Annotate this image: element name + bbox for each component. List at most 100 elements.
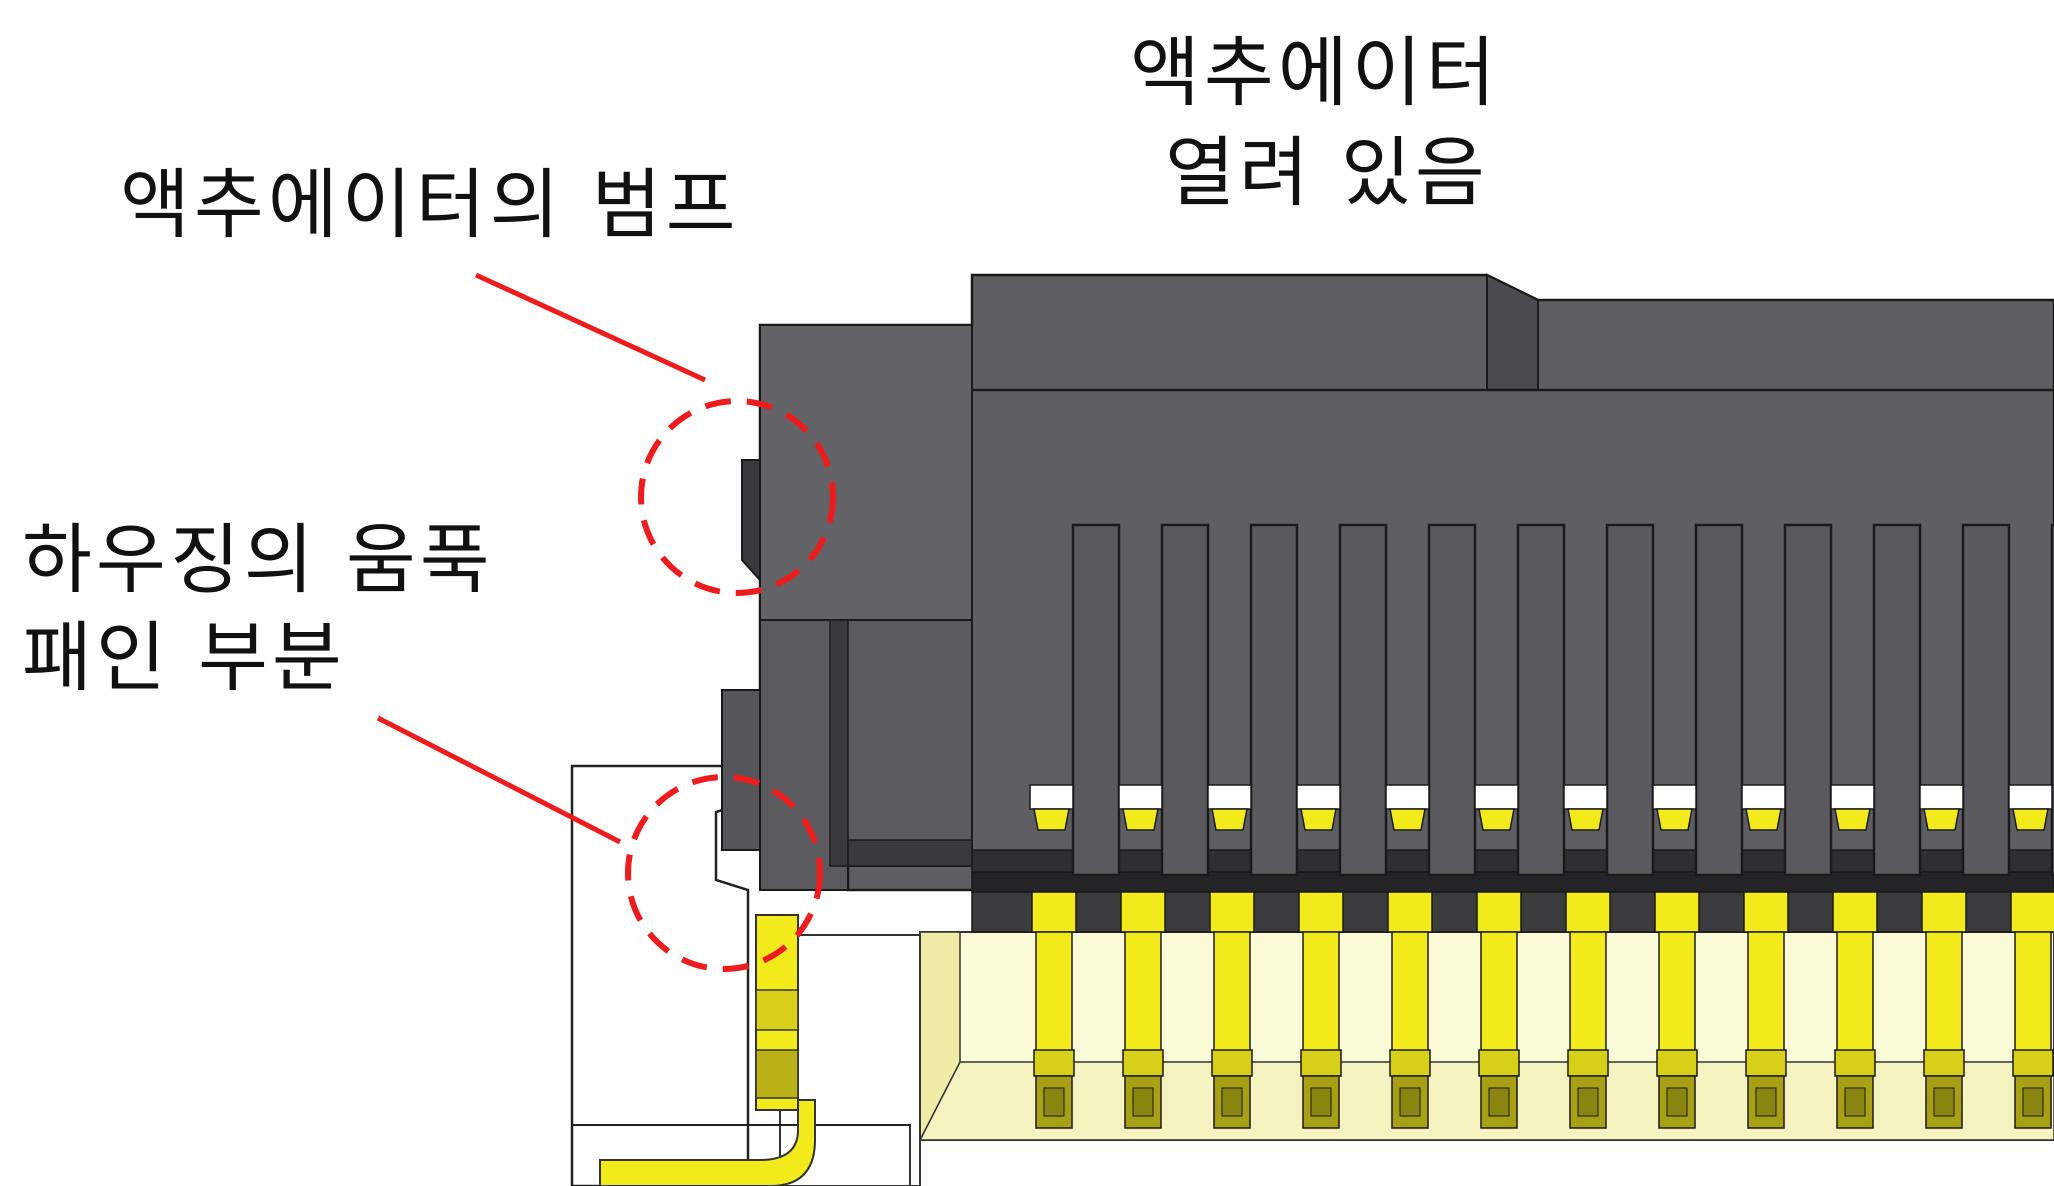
actuator-body bbox=[721, 273, 2054, 933]
actuator-finger bbox=[1605, 523, 1655, 877]
contact-shoulder bbox=[1209, 891, 1255, 933]
contact-foot bbox=[1124, 1075, 1162, 1129]
contact-foot-inner bbox=[1221, 1087, 1243, 1117]
pin-tip bbox=[1389, 808, 1426, 831]
contact-foot-inner bbox=[1488, 1087, 1510, 1117]
contact-leg bbox=[1658, 931, 1696, 1063]
housing-recess-line2: 패인 부분 bbox=[22, 613, 346, 702]
contact-shoulder bbox=[2010, 891, 2054, 933]
callout-lines bbox=[376, 272, 836, 972]
bump-marker-icon bbox=[638, 398, 836, 596]
contact-leg bbox=[1124, 931, 1162, 1063]
pin-tip bbox=[1923, 808, 1960, 831]
pin-window bbox=[1029, 784, 1074, 810]
contact-shoulder bbox=[1743, 891, 1789, 933]
contact-shoulder bbox=[1476, 891, 1522, 933]
pin-window bbox=[1830, 784, 1875, 810]
pin-tip bbox=[1478, 808, 1515, 831]
actuator-finger bbox=[1694, 523, 1744, 877]
pin-window bbox=[1741, 784, 1786, 810]
contact-band bbox=[1122, 1049, 1164, 1077]
pin-tip bbox=[1834, 808, 1871, 831]
actuator-fingers bbox=[1071, 523, 2054, 877]
contact-band bbox=[1567, 1049, 1609, 1077]
contact-shoulder bbox=[1921, 891, 1967, 933]
contact-band bbox=[1745, 1049, 1787, 1077]
bump-leader-line bbox=[474, 272, 707, 383]
contact-leg bbox=[1925, 931, 1963, 1063]
housing-recess-line1: 하우징의 움푹 bbox=[22, 515, 494, 604]
pin-window bbox=[1474, 784, 1519, 810]
pin-tip bbox=[1300, 808, 1337, 831]
pin-window bbox=[1118, 784, 1163, 810]
recess-leader-line bbox=[376, 715, 622, 845]
contact-leg bbox=[1836, 931, 1874, 1063]
pin-window bbox=[1385, 784, 1430, 810]
contact-foot-inner bbox=[1577, 1087, 1599, 1117]
contact-band bbox=[1923, 1049, 1965, 1077]
contact-leg bbox=[1302, 931, 1340, 1063]
pin-tip bbox=[1745, 808, 1782, 831]
contact-shoulder bbox=[1832, 891, 1878, 933]
contact-foot-inner bbox=[1755, 1087, 1777, 1117]
contact-shoulder bbox=[1654, 891, 1700, 933]
pin-tip bbox=[1122, 808, 1159, 831]
contact-shoulder bbox=[1031, 891, 1077, 933]
contact-band bbox=[1211, 1049, 1253, 1077]
side-contact bbox=[599, 914, 816, 1186]
contact-foot-inner bbox=[1666, 1087, 1688, 1117]
pin-window bbox=[1296, 784, 1341, 810]
contact-leg bbox=[1747, 931, 1785, 1063]
contact-band bbox=[1478, 1049, 1520, 1077]
actuator-state-line2: 열려 있음 bbox=[1165, 128, 1489, 217]
actuator-finger bbox=[1338, 523, 1388, 877]
pin-window bbox=[1563, 784, 1608, 810]
actuator-bump-label: 액추에이터의 범프 bbox=[120, 160, 740, 249]
actuator-finger bbox=[1783, 523, 1833, 877]
contact-band bbox=[1033, 1049, 1075, 1077]
actuator-finger bbox=[2050, 523, 2054, 877]
pin-window bbox=[1919, 784, 1964, 810]
contact-pins bbox=[1029, 784, 2054, 1129]
contact-leg bbox=[1391, 931, 1429, 1063]
contact-band bbox=[1834, 1049, 1876, 1077]
pin-tip bbox=[1567, 808, 1604, 831]
contact-foot-inner bbox=[1132, 1087, 1154, 1117]
actuator-finger bbox=[1160, 523, 1210, 877]
actuator-finger bbox=[1427, 523, 1477, 877]
contact-leg bbox=[1035, 931, 1073, 1063]
actuator-finger bbox=[1249, 523, 1299, 877]
contact-foot-inner bbox=[1310, 1087, 1332, 1117]
actuator-finger bbox=[1516, 523, 1566, 877]
contact-foot-inner bbox=[1399, 1087, 1421, 1117]
actuator-finger bbox=[1961, 523, 2011, 877]
contact-band bbox=[1300, 1049, 1342, 1077]
contact-shoulder bbox=[1387, 891, 1433, 933]
contact-foot-inner bbox=[2022, 1087, 2044, 1117]
contact-foot-inner bbox=[1844, 1087, 1866, 1117]
pin-tip bbox=[1033, 808, 1070, 831]
contact-shoulder bbox=[1298, 891, 1344, 933]
contact-band bbox=[1656, 1049, 1698, 1077]
recess-marker-icon bbox=[625, 774, 823, 972]
contact-band bbox=[2012, 1049, 2054, 1077]
actuator-state-line1: 액추에이터 bbox=[1130, 28, 1500, 117]
contact-foot-inner bbox=[1043, 1087, 1065, 1117]
contact-leg bbox=[1213, 931, 1251, 1063]
actuator-finger bbox=[1071, 523, 1121, 877]
pin-tip bbox=[2012, 808, 2049, 831]
contact-shoulder bbox=[1565, 891, 1611, 933]
pin-window bbox=[1207, 784, 1252, 810]
contact-leg bbox=[2014, 931, 2052, 1063]
pin-tip bbox=[1656, 808, 1693, 831]
contact-band bbox=[1389, 1049, 1431, 1077]
pin-window bbox=[2008, 784, 2053, 810]
pin-tip bbox=[1211, 808, 1248, 831]
contact-foot-inner bbox=[1933, 1087, 1955, 1117]
actuator-finger bbox=[1872, 523, 1922, 877]
contact-shoulder bbox=[1120, 891, 1166, 933]
contact-leg bbox=[1569, 931, 1607, 1063]
pin-window bbox=[1652, 784, 1697, 810]
contact-leg bbox=[1480, 931, 1518, 1063]
